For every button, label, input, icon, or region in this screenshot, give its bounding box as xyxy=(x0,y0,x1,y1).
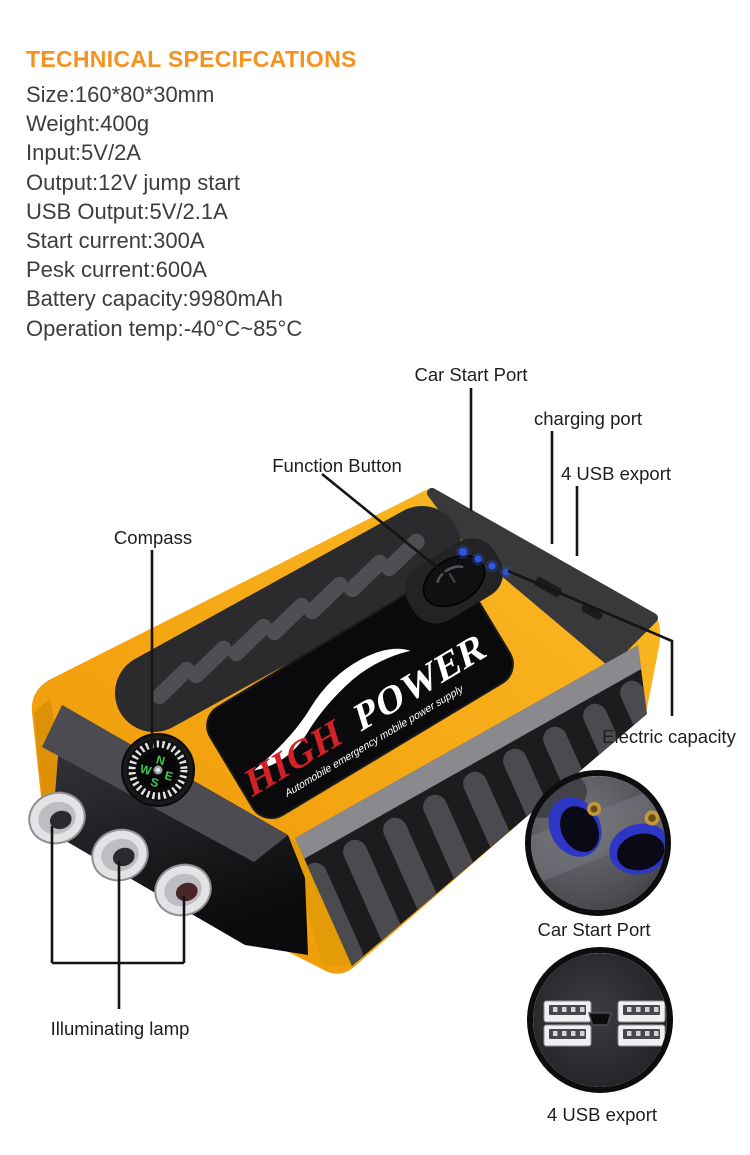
usb-port-block-right xyxy=(617,1000,666,1047)
compass-n: N xyxy=(155,752,167,768)
illuminating-lamp-1 xyxy=(28,791,86,845)
inset-label-car-start-port: Car Start Port xyxy=(537,919,651,940)
micro-usb-port xyxy=(588,1012,612,1026)
compass-e: E xyxy=(163,768,174,784)
inset-label-usb-export: 4 USB export xyxy=(546,1104,658,1125)
callout-label-compass: Compass xyxy=(113,527,193,548)
callout-label-electric-capacity: Electric capacity xyxy=(602,726,736,747)
spec-line-temp: Operation temp:-40°C~85°C xyxy=(26,315,303,341)
usb-port-block-left xyxy=(543,1000,592,1047)
device-body: N E S W HIGH POWER Automobile emergency … xyxy=(28,488,661,974)
callout-label-charging-port: charging port xyxy=(534,408,642,429)
spec-line-peak-current: Pesk current:600A xyxy=(26,257,207,283)
spec-line-output: Output:12V jump start xyxy=(26,169,240,195)
inset-usb-export xyxy=(527,947,673,1093)
specs-block: TECHNICAL SPECIFCATIONS Size:160*80*30mm… xyxy=(26,46,357,343)
callout-label-car-start-port: Car Start Port xyxy=(414,364,528,385)
callout-label-illuminating-lamp: Illuminating lamp xyxy=(50,1018,190,1039)
spec-line-input: Input:5V/2A xyxy=(26,140,141,166)
brand-panel: HIGH POWER Automobile emergency mobile p… xyxy=(206,570,514,820)
spec-line-battery: Battery capacity:9980mAh xyxy=(26,286,283,312)
callout-label-usb-export: 4 USB export xyxy=(560,463,672,484)
callout-label-function-button: Function Button xyxy=(272,455,402,476)
led-indicators xyxy=(456,545,512,578)
electric-capacity-line xyxy=(507,569,674,716)
compass-s: S xyxy=(149,775,160,791)
spec-line-weight: Weight:400g xyxy=(26,111,150,137)
compass-w: W xyxy=(138,762,153,779)
illuminating-lamp-3 xyxy=(154,863,212,917)
left-grip xyxy=(115,506,461,732)
car-silhouette xyxy=(253,648,411,771)
page-title: TECHNICAL SPECIFCATIONS xyxy=(26,46,357,72)
spec-line-start-current: Start current:300A xyxy=(26,228,205,254)
callout-lines xyxy=(50,388,674,1009)
compass-icon: N E S W xyxy=(121,733,195,807)
lamp-bracket-lines xyxy=(50,826,186,1009)
spec-line-usb-output: USB Output:5V/2.1A xyxy=(26,198,228,224)
spec-line-size: Size:160*80*30mm xyxy=(26,82,215,107)
function-button-line xyxy=(321,472,450,579)
body-corner-shade xyxy=(288,836,352,966)
